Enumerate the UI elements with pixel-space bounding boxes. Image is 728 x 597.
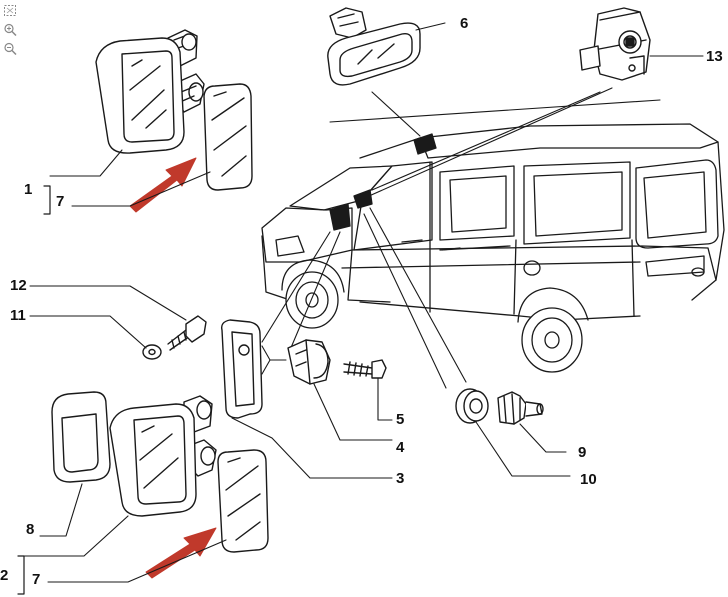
callout-7-bottom: 7 — [32, 571, 40, 588]
callout-10: 10 — [580, 471, 597, 488]
fit-screen-icon[interactable] — [3, 4, 17, 17]
callout-7-top: 7 — [56, 193, 64, 210]
arrow-mirror-glass-top — [129, 157, 197, 213]
connector-13 — [579, 7, 651, 81]
arrow-mirror-glass-bottom — [145, 527, 217, 579]
mirror-glass-top — [203, 83, 253, 191]
mirror-glass-bottom — [217, 449, 269, 553]
callout-4: 4 — [396, 439, 405, 456]
trim-cover-3 — [220, 319, 263, 419]
callout-9: 9 — [578, 444, 586, 461]
zoom-out-icon[interactable] — [3, 42, 17, 55]
callout-6: 6 — [460, 15, 468, 32]
callout-11: 11 — [10, 307, 26, 324]
callout-2: 2 — [0, 567, 8, 584]
grommet-10 — [455, 388, 489, 424]
screw-5 — [343, 359, 387, 379]
callout-3: 3 — [396, 470, 404, 487]
door-mirror-assembly-bottom — [109, 395, 217, 517]
bolt-12 — [167, 315, 207, 351]
bellows-9 — [497, 391, 544, 425]
clip-4 — [287, 339, 331, 385]
callout-5: 5 — [396, 411, 404, 428]
zoom-in-icon[interactable] — [3, 23, 17, 36]
door-mirror-assembly-top — [95, 29, 205, 154]
callout-13: 13 — [706, 48, 723, 65]
interior-mirror — [327, 7, 421, 86]
callout-1: 1 — [24, 181, 32, 198]
washer-11 — [142, 344, 162, 360]
callout-8: 8 — [26, 521, 34, 538]
callout-12: 12 — [10, 277, 27, 294]
van-illustration — [261, 123, 725, 373]
mirror-cover-8 — [51, 391, 111, 483]
